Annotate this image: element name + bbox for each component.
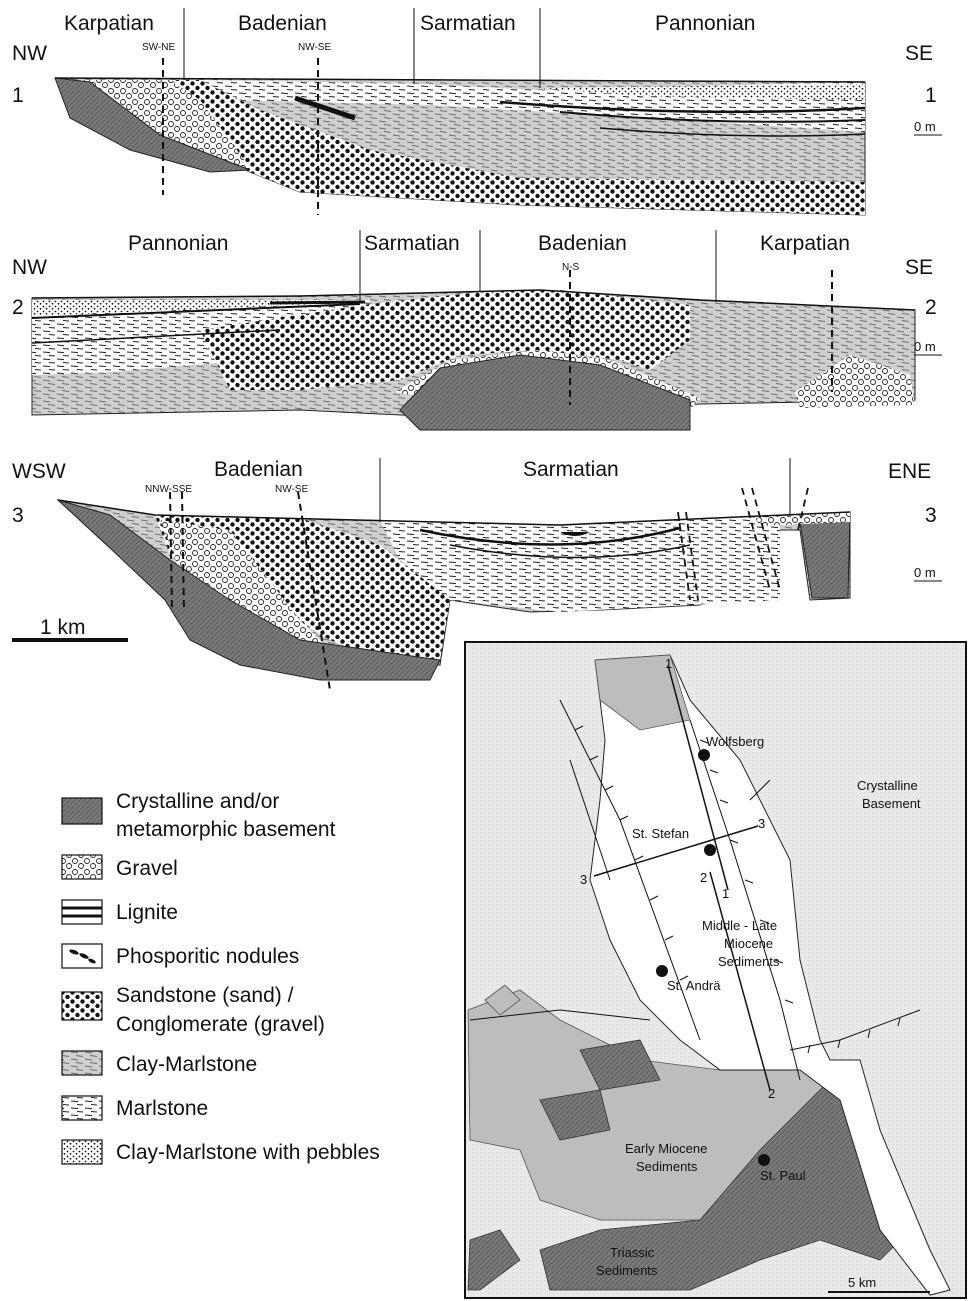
- section-number: 3: [925, 504, 937, 527]
- legend-swatch-basement: [62, 798, 102, 824]
- town-label: St. Stefan: [632, 826, 689, 841]
- stage-label: Karpatian: [760, 232, 850, 255]
- section-number: 3: [12, 504, 24, 527]
- map-line-label: 3: [580, 872, 587, 887]
- map-line-label: 2: [700, 870, 707, 885]
- map-line-label: 2: [768, 1086, 775, 1101]
- cross-section-2: Pannonian Sarmatian Badenian Karpatian N…: [12, 230, 942, 430]
- location-map: 1 1 2 2 3 3 Wolfsberg St. Stefan St. And…: [465, 642, 966, 1298]
- direction-left: NW: [12, 42, 47, 65]
- scale-bar: 1 km: [12, 616, 128, 640]
- fault-label: SW-NE: [142, 42, 175, 53]
- map-line-label: 1: [722, 886, 729, 901]
- area-label: Middle - Late: [702, 918, 777, 933]
- area-label: Basement: [862, 796, 921, 811]
- area-label: Triassic: [610, 1245, 655, 1260]
- legend-label: Clay-Marlstone: [116, 1053, 257, 1076]
- direction-left: WSW: [12, 460, 66, 483]
- direction-right: ENE: [888, 460, 931, 483]
- stage-label: Pannonian: [655, 12, 755, 35]
- legend-swatch-sandstone: [62, 992, 102, 1020]
- town-label: St. Paul: [760, 1168, 806, 1183]
- stage-label: Sarmatian: [523, 458, 619, 481]
- depth-label: 0 m: [914, 339, 936, 354]
- legend-label: Marlstone: [116, 1097, 208, 1120]
- legend-swatch-pebbles: [62, 1140, 102, 1164]
- direction-right: SE: [905, 42, 933, 65]
- town-label: St. Andrä: [667, 978, 721, 993]
- area-label: Sediments: [596, 1263, 658, 1278]
- legend-label: Crystalline and/or: [116, 790, 279, 813]
- legend-label: metamorphic basement: [116, 818, 336, 841]
- legend-swatch-claymarl: [62, 1051, 102, 1075]
- fault-label: NW-SE: [275, 484, 308, 495]
- fault-label: NNW-SSE: [145, 484, 192, 495]
- area-label: Sediments: [718, 954, 780, 969]
- scale-bar-label: 1 km: [40, 616, 86, 639]
- area-label: Early Miocene: [625, 1141, 707, 1156]
- legend-swatch-lignite: [62, 900, 102, 924]
- legend-label: Clay-Marlstone with pebbles: [116, 1141, 380, 1164]
- fault-label: NW-SE: [298, 42, 331, 53]
- legend-label: Phosporitic nodules: [116, 945, 299, 968]
- map-line-label: 3: [758, 816, 765, 831]
- depth-label: 0 m: [914, 565, 936, 580]
- town-label: Wolfsberg: [706, 734, 764, 749]
- map-line-label: 1: [665, 656, 672, 671]
- stage-label: Karpatian: [64, 12, 154, 35]
- legend-label: Sandstone (sand) /: [116, 984, 294, 1007]
- legend-swatch-marlstone: [62, 1096, 102, 1120]
- legend-label: Lignite: [116, 901, 178, 924]
- section-number: 1: [925, 84, 937, 107]
- legend-swatch-gravel: [62, 855, 102, 879]
- direction-right: SE: [905, 256, 933, 279]
- stage-label: Sarmatian: [420, 12, 516, 35]
- depth-label: 0 m: [914, 119, 936, 134]
- legend: Crystalline and/or metamorphic basement …: [62, 790, 380, 1164]
- stage-label: Badenian: [538, 232, 627, 255]
- stage-label: Badenian: [238, 12, 327, 35]
- section-number: 1: [12, 84, 24, 107]
- legend-label: Conglomerate (gravel): [116, 1013, 325, 1036]
- legend-label: Gravel: [116, 857, 178, 880]
- area-label: Miocene: [724, 936, 773, 951]
- stage-label: Sarmatian: [364, 232, 460, 255]
- direction-left: NW: [12, 256, 47, 279]
- fault-label: N-S: [562, 262, 580, 273]
- area-label: Sediments: [636, 1159, 698, 1174]
- area-label: Crystalline: [857, 778, 918, 793]
- map-scale-label: 5 km: [848, 1275, 876, 1290]
- cross-section-1: Karpatian Badenian Sarmatian Pannonian S…: [12, 8, 942, 215]
- legend-swatch-nodules: [62, 944, 102, 968]
- stage-label: Badenian: [214, 458, 303, 481]
- stage-label: Pannonian: [128, 232, 228, 255]
- section-number: 2: [925, 296, 937, 319]
- section-number: 2: [12, 296, 24, 319]
